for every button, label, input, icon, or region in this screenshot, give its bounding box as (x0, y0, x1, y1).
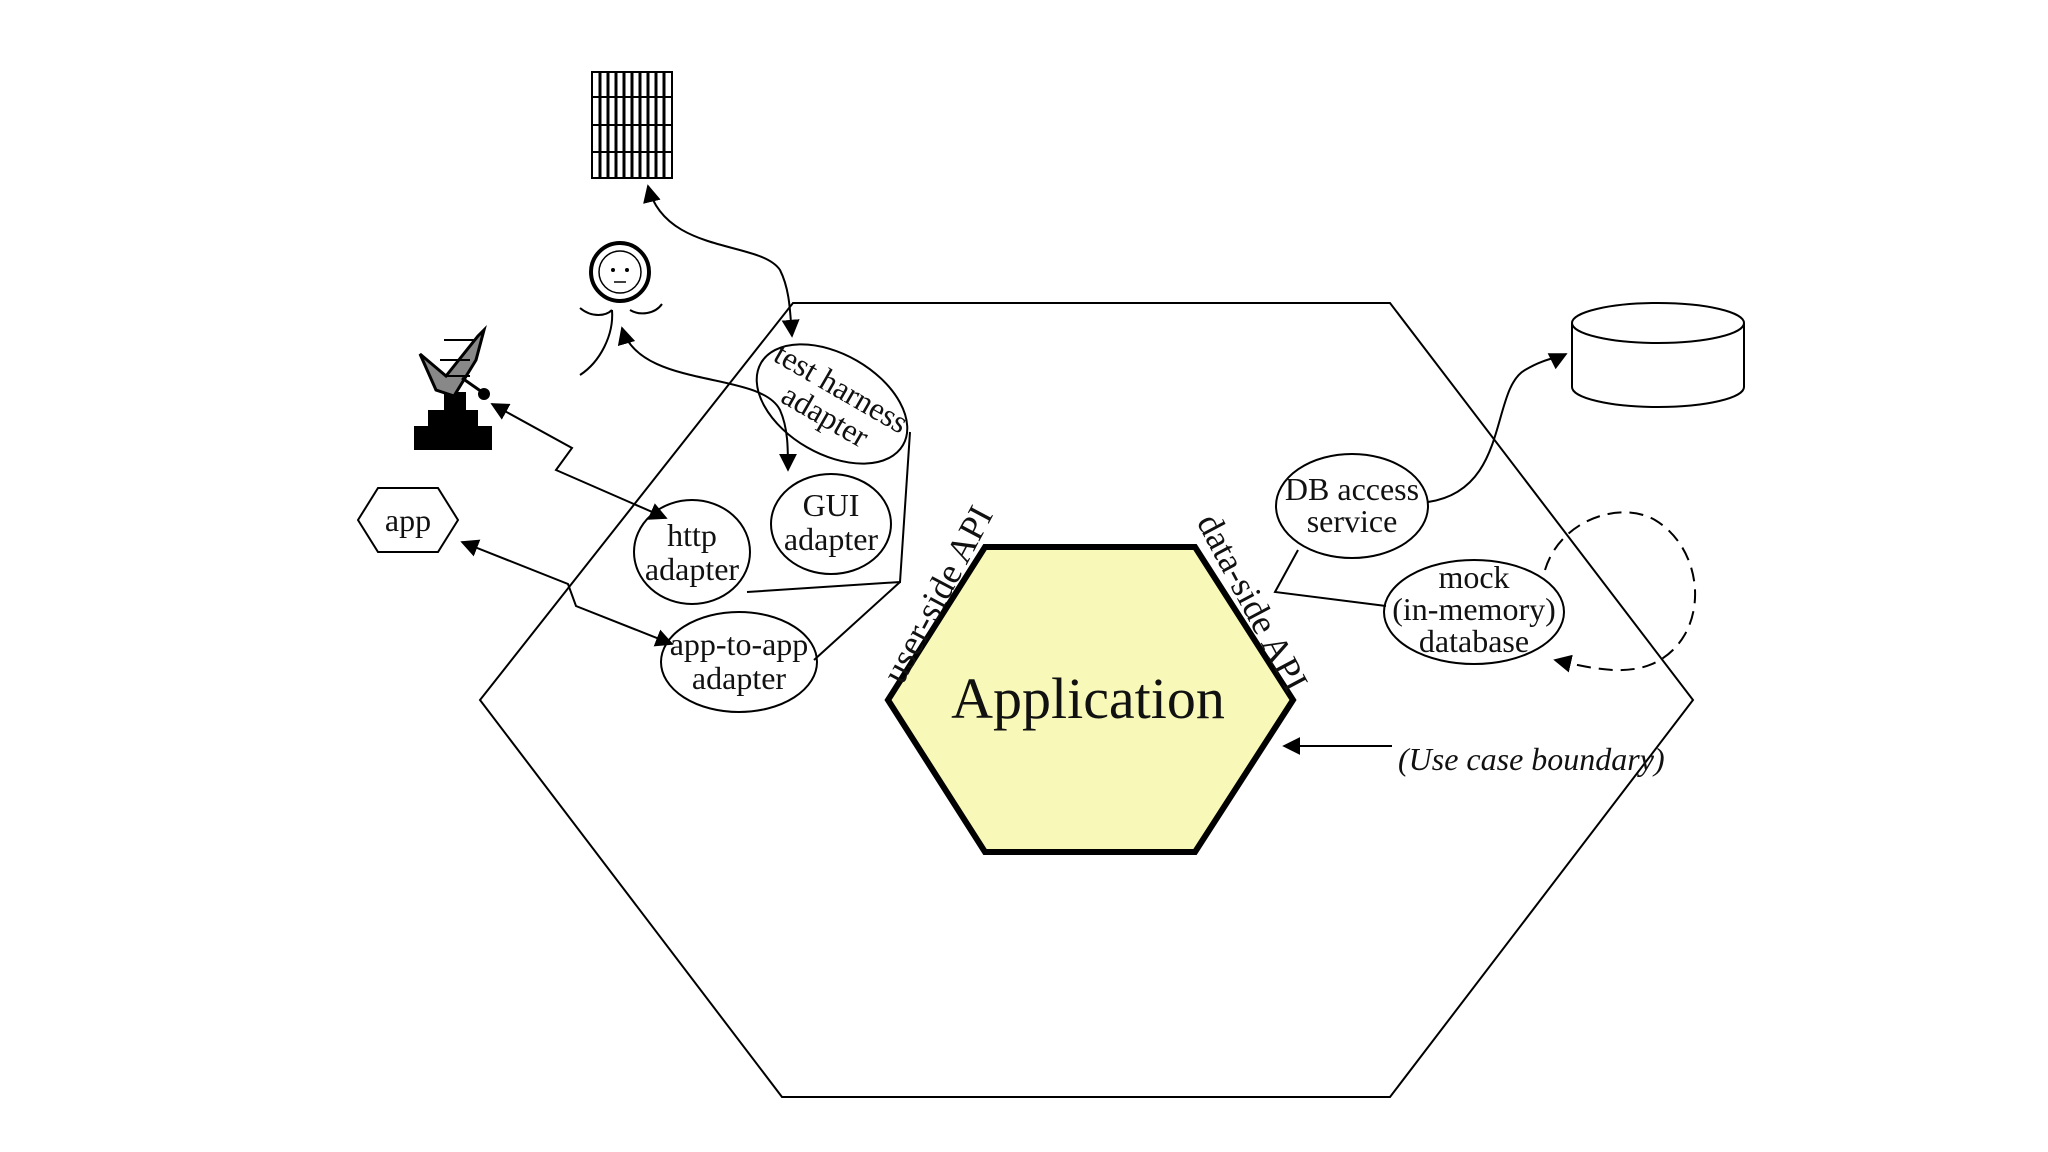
person-gui-arrow (617, 326, 797, 472)
spreadsheet-icon (591, 71, 673, 179)
person-icon (579, 241, 663, 376)
application-hexagon (884, 544, 1297, 855)
db-access-service (1275, 453, 1429, 559)
mock-database-label-2: (in-memory) (1392, 591, 1556, 627)
app-app-to-app-arrow (460, 539, 674, 647)
satellite-dish-icon (414, 324, 492, 450)
gui-adapter-label-2: adapter (784, 521, 879, 557)
application-label: Application (951, 666, 1225, 731)
mock-database-loop (1544, 511, 1697, 673)
database-cylinder-icon (1571, 302, 1745, 408)
db-access-service-label-1: DB access (1285, 471, 1419, 507)
mock-database-label-3: database (1419, 623, 1529, 659)
app-to-app-adapter-label-1: app-to-app (670, 626, 809, 662)
app-to-app-adapter-label-2: adapter (692, 660, 787, 696)
app-to-app-adapter (660, 611, 818, 713)
data-side-grouping-line (1273, 549, 1387, 607)
gui-adapter-label-1: GUI (803, 487, 860, 523)
mock-database (1383, 559, 1565, 665)
db-access-service-label-2: service (1307, 503, 1398, 539)
user-side-grouping-line-2 (813, 581, 901, 661)
outer-hexagon (478, 302, 1695, 1098)
mock-database-label-1: mock (1438, 559, 1509, 595)
satellite-http-arrow (490, 403, 668, 520)
db-service-to-database-arrow (1427, 353, 1568, 503)
app-label: app (385, 502, 431, 538)
http-adapter-label-1: http (667, 517, 717, 553)
use-case-boundary-label: (Use case boundary) (1398, 741, 1665, 777)
gui-adapter (770, 473, 892, 575)
http-adapter-label-2: adapter (645, 551, 740, 587)
app-hexagon (356, 487, 460, 553)
spreadsheet-test-harness-arrow (643, 184, 800, 338)
